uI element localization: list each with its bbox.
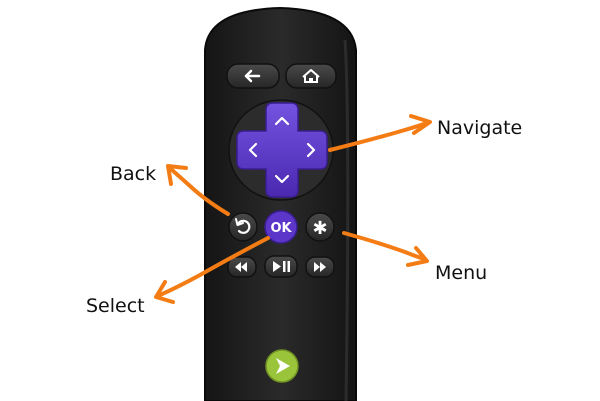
chevron-down-icon	[274, 174, 290, 184]
remote-body	[204, 6, 357, 401]
left-arrow-icon	[244, 69, 261, 83]
arrow-back	[166, 164, 230, 216]
chevron-left-icon	[248, 142, 258, 158]
callout-back: Back	[110, 163, 157, 185]
arrow-navigate	[328, 114, 432, 152]
callout-navigate: Navigate	[437, 117, 523, 139]
chevron-up-icon	[274, 116, 290, 126]
back-button[interactable]	[226, 63, 280, 89]
home-button[interactable]	[285, 63, 337, 89]
home-icon	[302, 69, 320, 83]
arrow-menu	[342, 231, 429, 267]
replay-icon	[235, 218, 251, 234]
replay-button[interactable]	[228, 212, 258, 242]
play-pause-icon	[273, 261, 290, 272]
fast-forward-icon	[314, 262, 326, 272]
options-button[interactable]: ✱	[305, 212, 335, 242]
chevron-right-icon	[306, 142, 316, 158]
rewind-button[interactable]	[227, 256, 257, 278]
rewind-icon	[235, 262, 247, 272]
ok-button[interactable]: OK	[264, 210, 298, 244]
arrow-select	[154, 236, 270, 304]
fast-forward-button[interactable]	[305, 256, 335, 278]
callout-menu: Menu	[435, 262, 488, 284]
asterisk-icon: ✱	[312, 218, 327, 239]
remote-highlight	[343, 39, 350, 401]
play-pause-button[interactable]	[264, 255, 298, 278]
roku-logo-icon	[265, 349, 299, 383]
ok-label: OK	[270, 221, 292, 236]
callout-select: Select	[86, 295, 145, 317]
dpad[interactable]	[236, 102, 328, 198]
